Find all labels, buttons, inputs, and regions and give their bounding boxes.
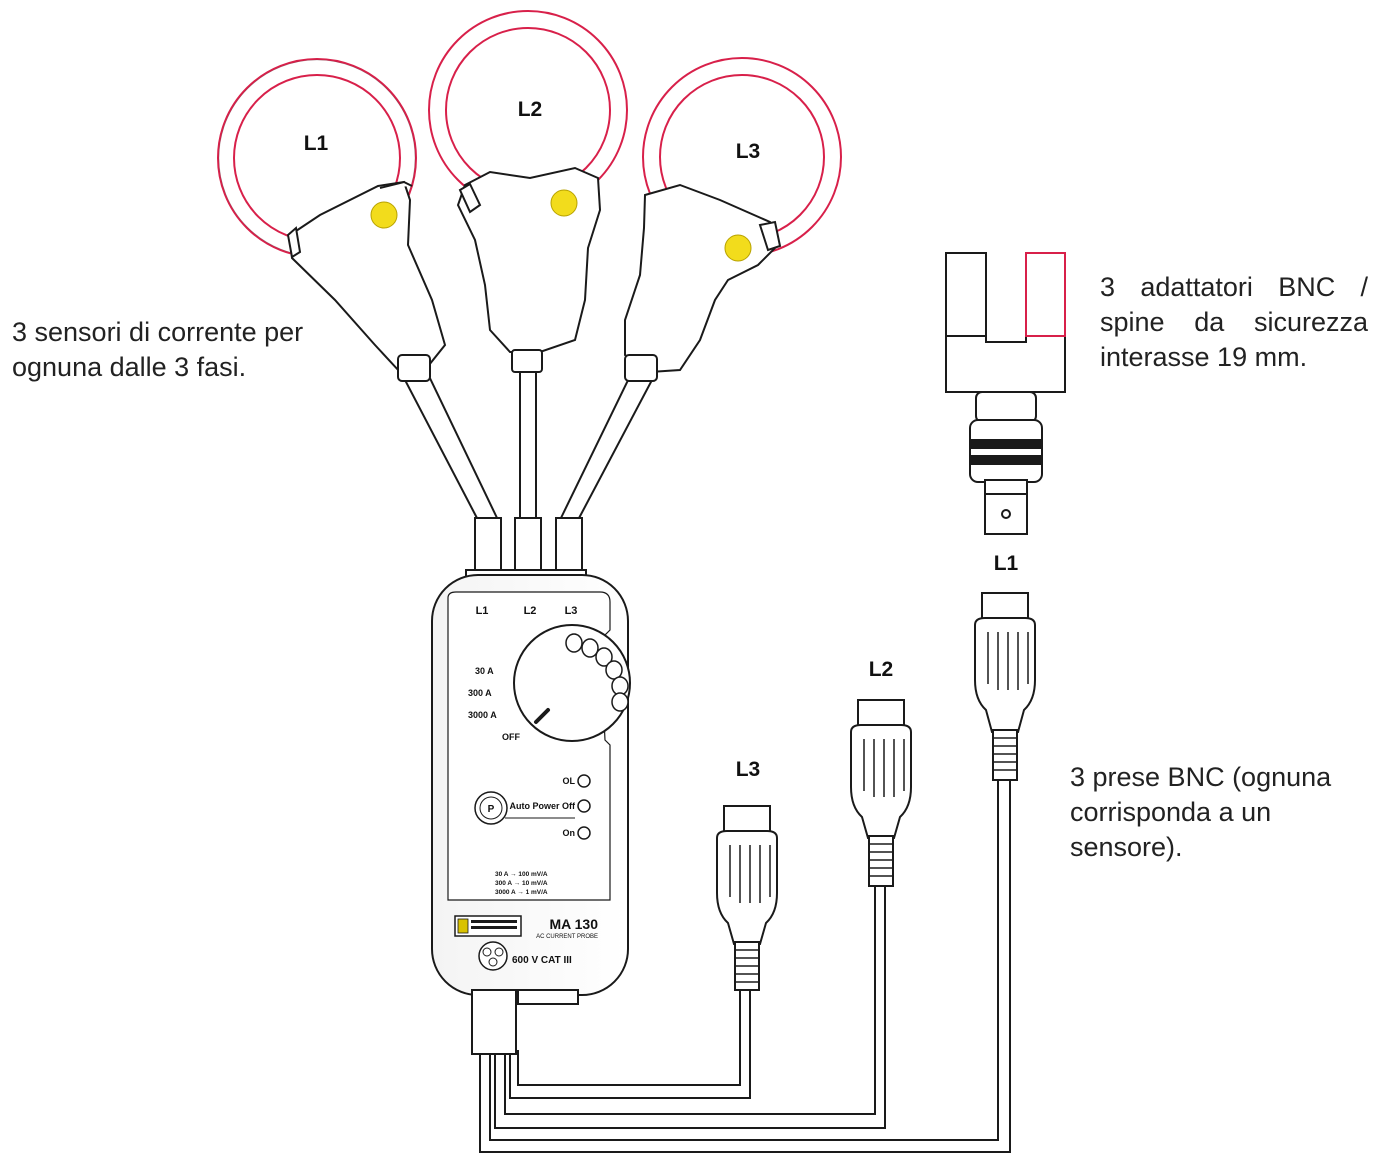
range-label-300a: 300 A: [468, 688, 492, 698]
adapters-description-line: spine da sicurezza: [1100, 307, 1368, 337]
bnc-description-line: sensore).: [1070, 832, 1183, 862]
range-label-off: OFF: [502, 732, 520, 742]
bnc-description-line: corrisponda a un: [1070, 797, 1272, 827]
indicator-apo-label: Auto Power Off: [510, 801, 576, 811]
bnc-description: 3 prese BNC (ognuna corrisponda a un sen…: [1070, 760, 1331, 865]
adapters-description-line: interasse 19 mm.: [1100, 342, 1308, 372]
bnc-adapter: [945, 252, 1066, 535]
bnc-label-l2: L2: [869, 658, 894, 681]
ol-led: [577, 774, 591, 788]
indicator-on-label: On: [563, 828, 576, 838]
adapters-description: 3 adattatori BNC / spine da sicurezza in…: [1100, 270, 1368, 375]
range-label-3000a: 3000 A: [468, 710, 497, 720]
range-label-30a: 30 A: [475, 666, 494, 676]
sensor-head-l2: [456, 166, 602, 373]
bnc-plug-l3: [716, 805, 778, 991]
spec-line-2: 300 A → 10 mV/A: [495, 880, 548, 887]
device-body: [431, 517, 629, 1055]
sensor-label-l2: L2: [518, 98, 543, 121]
bnc-plug-l1: [974, 592, 1036, 781]
device-model-subtitle: AC CURRENT PROBE: [536, 934, 598, 940]
device-rating: 600 V CAT III: [512, 955, 572, 966]
bnc-description-line: 3 prese BNC (ognuna: [1070, 762, 1332, 792]
bnc-plug-l2: [850, 699, 912, 887]
bnc-label-l3: L3: [736, 758, 761, 781]
spec-line-3: 3000 A → 1 mV/A: [495, 889, 548, 896]
sensor-label-l3: L3: [736, 140, 761, 163]
phase-marker: [478, 941, 508, 971]
auto-power-off-led: [577, 799, 591, 813]
sensors-description-line: 3 sensori di corrente per: [12, 317, 304, 347]
device-channel-l2: L2: [524, 605, 537, 617]
power-button[interactable]: P: [474, 791, 508, 825]
indicator-leds: [577, 774, 591, 840]
output-cables: [479, 780, 1011, 1153]
device-model: MA 130: [549, 916, 598, 932]
device-channel-l1: L1: [476, 605, 489, 617]
sensor-head-l1: [286, 180, 447, 382]
sensors-description: 3 sensori di corrente per ognuna dalle 3…: [12, 315, 303, 385]
sensor-head-l3: [624, 183, 782, 382]
sensors-description-line: ognuna dalle 3 fasi.: [12, 352, 247, 382]
range-selector-knob[interactable]: [513, 624, 631, 742]
power-button-label: P: [488, 804, 495, 815]
sensor-label-l1: L1: [304, 132, 329, 155]
sensor-cables: [404, 370, 653, 521]
device-channel-l3: L3: [565, 605, 578, 617]
on-led: [577, 826, 591, 840]
adapter-label-l1: L1: [994, 552, 1019, 575]
adapters-description-line: 3 adattatori BNC /: [1100, 272, 1368, 302]
brand-logo: [454, 915, 522, 937]
spec-line-1: 30 A → 100 mV/A: [495, 871, 548, 878]
indicator-ol-label: OL: [563, 776, 576, 786]
